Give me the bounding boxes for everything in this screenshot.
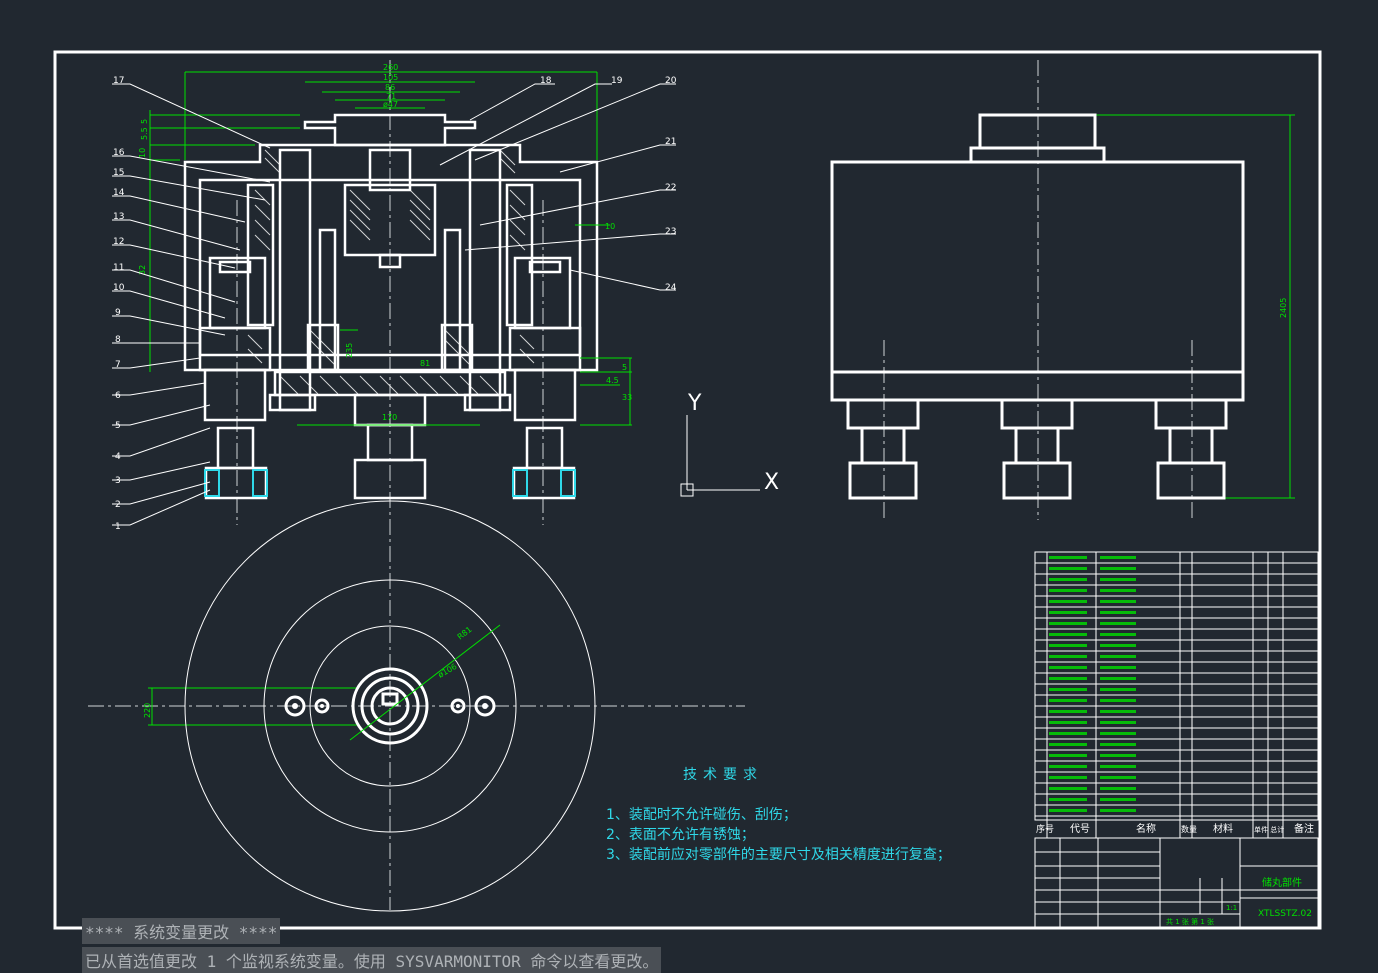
ucs-y-label: Y xyxy=(687,391,702,416)
dim-10b: 10 xyxy=(605,222,615,231)
dimension-lines xyxy=(148,71,1295,726)
dim-5-5: 5.5 xyxy=(140,127,149,140)
bom-h-index: 序号 xyxy=(1036,823,1054,835)
sheet-border xyxy=(53,50,1322,930)
leader-lines xyxy=(112,83,676,526)
bom-header: 序号 代号 名称 数量 材料 单件 总计 备注 xyxy=(1036,822,1314,835)
dimension-texts: 260 105 86 71 ø47 10 32 235 81 170 5 4.5… xyxy=(138,63,1288,718)
tech-req-line-2: 2、表面不允许有锈蚀； xyxy=(606,827,755,843)
bom-h-code: 代号 xyxy=(1070,823,1090,835)
part-11: 11 xyxy=(113,263,124,273)
center-lines xyxy=(88,60,1193,910)
ucs-axis-labels: Y X xyxy=(687,391,779,495)
tech-req-line-3: 3、装配前应对零部件的主要尺寸及相关精度进行复查； xyxy=(606,847,951,863)
part-number-labels: 1 2 3 4 5 6 7 8 9 10 11 12 13 14 15 16 1… xyxy=(113,76,677,532)
tech-req-line-1: 1、装配时不允许碰伤、刮伤； xyxy=(606,807,797,823)
dim-260: 260 xyxy=(383,63,398,72)
command-line-message-1: **** 系统变量更改 **** xyxy=(82,918,281,944)
part-10: 10 xyxy=(113,283,125,293)
part-1: 1 xyxy=(115,522,121,532)
bom-h-name: 名称 xyxy=(1136,822,1156,835)
dim-r81: R81 xyxy=(456,625,474,642)
dim-47: ø47 xyxy=(383,100,398,109)
dim-32: 32 xyxy=(138,265,147,275)
part-3: 3 xyxy=(115,476,121,486)
dim-105: 105 xyxy=(383,73,398,82)
part-6: 6 xyxy=(115,391,121,401)
top-view-hub xyxy=(284,667,496,745)
part-17: 17 xyxy=(113,76,124,86)
bom-row-lines xyxy=(1049,556,1136,812)
part-8: 8 xyxy=(115,335,121,345)
dim-86: 86 xyxy=(385,83,395,92)
part-19: 19 xyxy=(611,76,623,86)
title-block-text: 储丸部件 XTLSSTZ.02 1:1 共 1 张 第 1 张 xyxy=(1166,876,1312,926)
drawing-title: 储丸部件 xyxy=(1262,876,1302,889)
part-21: 21 xyxy=(665,137,676,147)
section-hatching xyxy=(247,149,535,395)
part-9: 9 xyxy=(115,308,121,318)
part-15: 15 xyxy=(113,168,124,178)
command-line-message-2: 已从首选值更改 1 个监视系统变量。使用 SYSVARMONITOR 命令以查看… xyxy=(82,947,662,973)
bom-h-weight: 单件 总计 xyxy=(1254,825,1284,834)
ucs-x-label: X xyxy=(764,470,779,495)
front-section-view xyxy=(183,113,599,500)
dim-5-top: 5 xyxy=(140,119,149,124)
top-view-hole-centers xyxy=(292,703,488,709)
part-16: 16 xyxy=(113,148,125,158)
part-20: 20 xyxy=(665,76,677,86)
part-5: 5 xyxy=(115,421,121,431)
radius-leader xyxy=(349,624,501,741)
part-18: 18 xyxy=(540,76,552,86)
dim-235: 235 xyxy=(345,343,354,358)
dim-10: 10 xyxy=(138,148,147,158)
dim-4-5: 4.5 xyxy=(606,376,619,385)
ucs-icon xyxy=(680,415,760,497)
part-4: 4 xyxy=(115,452,121,462)
drawing-scale: 1:1 xyxy=(1226,904,1237,912)
dim-2405: 2405 xyxy=(1279,298,1288,318)
part-24: 24 xyxy=(665,283,677,293)
part-12: 12 xyxy=(113,237,124,247)
dim-170: 170 xyxy=(382,413,397,422)
dim-81: 81 xyxy=(420,359,430,368)
dim-5: 5 xyxy=(622,363,627,372)
bom-h-qty: 数量 xyxy=(1181,824,1197,834)
dim-220: 220 xyxy=(143,703,152,718)
part-2: 2 xyxy=(115,500,121,510)
drawing-number: XTLSSTZ.02 xyxy=(1258,909,1312,919)
part-23: 23 xyxy=(665,227,676,237)
part-14: 14 xyxy=(113,188,125,198)
bom-h-remark: 备注 xyxy=(1294,822,1314,835)
sheet-info: 共 1 张 第 1 张 xyxy=(1166,917,1214,926)
top-view xyxy=(184,500,596,912)
tech-req-title: 技术要求 xyxy=(683,767,763,783)
dim-71: 71 xyxy=(386,92,396,101)
part-22: 22 xyxy=(665,183,676,193)
side-view xyxy=(830,113,1245,500)
part-7: 7 xyxy=(115,360,121,370)
bom-h-material: 材料 xyxy=(1213,822,1233,835)
part-13: 13 xyxy=(113,212,124,222)
bom-table xyxy=(1034,551,1319,928)
dim-33: 33 xyxy=(622,393,632,402)
